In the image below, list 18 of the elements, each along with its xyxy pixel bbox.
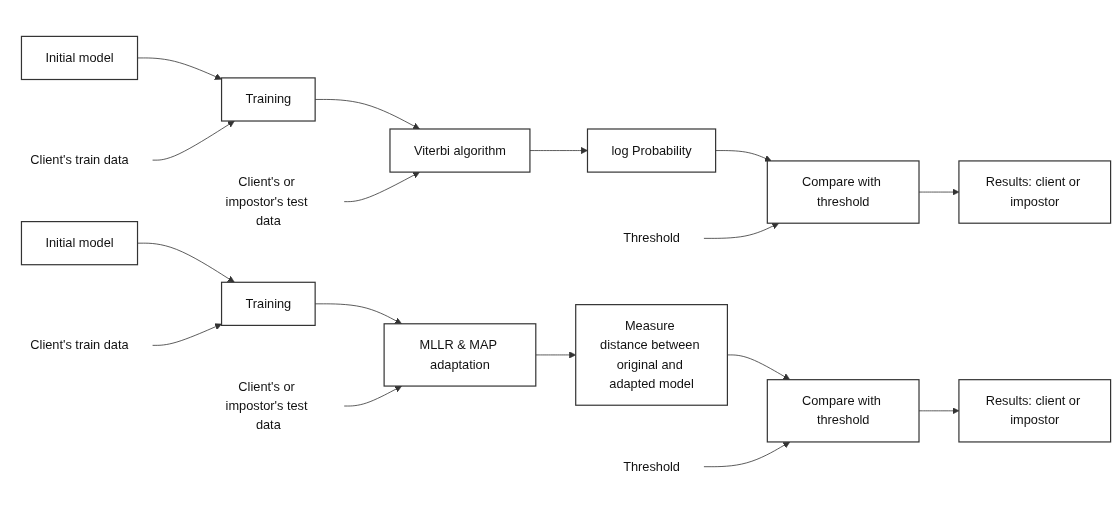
node-box <box>220 77 316 122</box>
node-box <box>958 160 1112 224</box>
node-box <box>389 128 531 173</box>
node-box <box>586 128 717 173</box>
node-text: Client's or impostor's test data <box>225 379 308 432</box>
node-box <box>383 323 537 387</box>
node-text: Client's train data <box>30 338 129 352</box>
node-box <box>766 379 920 443</box>
node-text: Threshold <box>623 231 680 245</box>
node-box <box>575 304 728 406</box>
node-box <box>766 160 920 224</box>
node-text: Client's train data <box>30 153 129 167</box>
node-text: Client's or impostor's test data <box>225 175 308 228</box>
node-box <box>20 221 139 266</box>
node-box <box>220 281 316 327</box>
node-box <box>958 379 1112 443</box>
node-box <box>20 35 139 81</box>
node-text: Threshold <box>623 459 680 474</box>
